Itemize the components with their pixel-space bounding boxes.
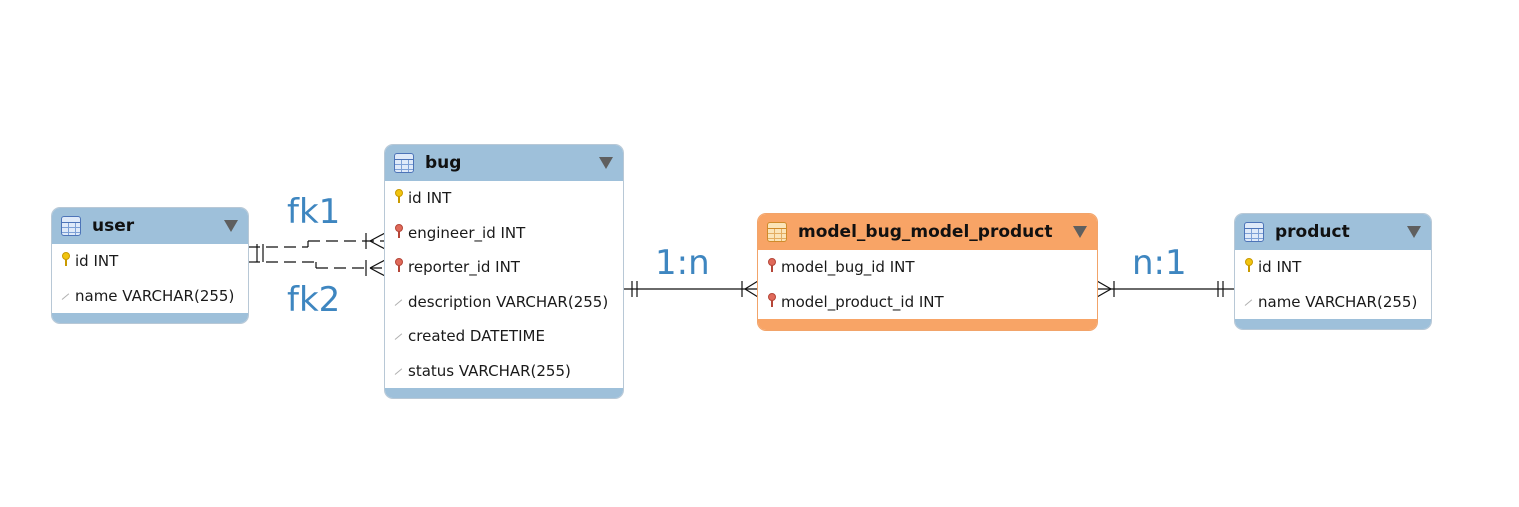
column-row[interactable]: id INT: [1235, 250, 1431, 285]
table-footer: [52, 313, 248, 323]
one-to-many-label: 1:n: [655, 243, 710, 283]
collapse-arrow-icon[interactable]: [1407, 226, 1421, 238]
table-header[interactable]: model_bug_model_product: [758, 214, 1097, 250]
column-text: name VARCHAR(255): [75, 286, 235, 305]
table-footer: [758, 319, 1097, 330]
column-text: engineer_id INT: [408, 223, 526, 242]
table-header[interactable]: bug: [385, 145, 623, 181]
column-text: name VARCHAR(255): [1258, 292, 1418, 311]
collapse-arrow-icon[interactable]: [599, 157, 613, 169]
column-icon: [394, 332, 403, 341]
table-footer: [1235, 319, 1431, 329]
collapse-arrow-icon[interactable]: [1073, 226, 1087, 238]
table-model-bug-model-product[interactable]: model_bug_model_product model_bug_id INT…: [758, 214, 1097, 330]
table-name: product: [1275, 222, 1350, 242]
foreign-key-icon: [767, 292, 776, 307]
column-icon: [394, 298, 403, 307]
table-icon: [61, 216, 81, 236]
table-bug[interactable]: bug id INT engineer_id INT reporter_id I…: [385, 145, 623, 398]
column-row[interactable]: name VARCHAR(255): [1235, 285, 1431, 320]
foreign-key-icon: [767, 258, 776, 273]
table-header[interactable]: user: [52, 208, 248, 244]
column-icon: [394, 367, 403, 376]
column-text: status VARCHAR(255): [408, 361, 571, 380]
column-row[interactable]: model_product_id INT: [758, 285, 1097, 320]
many-to-one-connector: [1096, 280, 1235, 298]
column-row[interactable]: id INT: [385, 181, 623, 216]
column-text: reporter_id INT: [408, 258, 520, 277]
fk2-connector: [248, 259, 386, 277]
column-row[interactable]: created DATETIME: [385, 319, 623, 354]
column-row[interactable]: id INT: [52, 244, 248, 279]
table-header[interactable]: product: [1235, 214, 1431, 250]
fk1-connector: [248, 232, 386, 262]
column-row[interactable]: engineer_id INT: [385, 216, 623, 251]
primary-key-icon: [394, 189, 403, 204]
column-text: id INT: [408, 189, 452, 208]
table-icon: [394, 153, 414, 173]
column-text: model_product_id INT: [781, 292, 944, 311]
table-user[interactable]: user id INT name VARCHAR(255): [52, 208, 248, 323]
column-text: created DATETIME: [408, 327, 545, 346]
column-text: id INT: [1258, 258, 1302, 277]
table-name: bug: [425, 153, 462, 173]
table-footer: [385, 388, 623, 398]
column-row[interactable]: model_bug_id INT: [758, 250, 1097, 285]
foreign-key-icon: [394, 223, 403, 238]
fk2-label: fk2: [287, 280, 341, 320]
table-product[interactable]: product id INT name VARCHAR(255): [1235, 214, 1431, 329]
table-icon: [767, 222, 787, 242]
column-row[interactable]: status VARCHAR(255): [385, 354, 623, 389]
column-icon: [1244, 298, 1253, 307]
column-icon: [61, 292, 70, 301]
column-text: model_bug_id INT: [781, 258, 915, 277]
column-row[interactable]: name VARCHAR(255): [52, 279, 248, 314]
foreign-key-icon: [394, 258, 403, 273]
table-name: model_bug_model_product: [798, 222, 1053, 242]
column-text: description VARCHAR(255): [408, 292, 609, 311]
column-row[interactable]: reporter_id INT: [385, 250, 623, 285]
table-name: user: [92, 216, 135, 236]
column-text: id INT: [75, 252, 119, 271]
table-icon: [1244, 222, 1264, 242]
column-row[interactable]: description VARCHAR(255): [385, 285, 623, 320]
collapse-arrow-icon[interactable]: [224, 220, 238, 232]
one-to-many-connector: [623, 280, 759, 298]
many-to-one-label: n:1: [1132, 243, 1187, 283]
fk1-label: fk1: [287, 192, 341, 232]
primary-key-icon: [61, 252, 70, 267]
primary-key-icon: [1244, 258, 1253, 273]
